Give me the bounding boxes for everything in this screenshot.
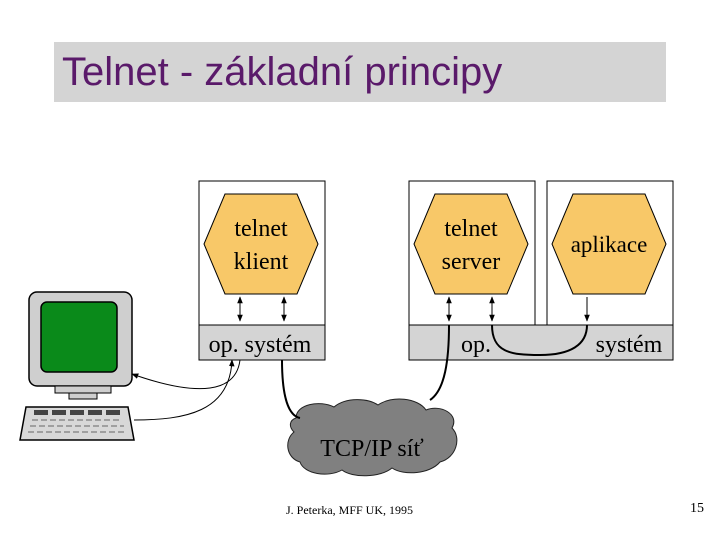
server-label-line1: telnet	[444, 216, 498, 242]
application-label: aplikace	[571, 232, 648, 257]
output-to-screen-arrow	[131, 359, 241, 390]
server-os-label-right: systém	[596, 332, 663, 358]
computer-icon	[19, 291, 135, 441]
footer-credit: J. Peterka, MFF UK, 1995	[286, 503, 414, 517]
network-label: TCP/IP síť	[320, 436, 423, 462]
server-label-line2: server	[442, 249, 501, 275]
keyboard-input-arrow	[133, 359, 235, 421]
client-hexagon	[203, 193, 319, 295]
client-label-line2: klient	[234, 249, 289, 275]
application-hexagon	[551, 193, 667, 295]
title-band	[54, 42, 666, 102]
server-hexagon	[413, 193, 529, 295]
pseudo-terminal-link	[491, 324, 588, 357]
server-network-link	[429, 324, 450, 401]
slide-title: Telnet - základní principy	[62, 50, 503, 94]
client-label-line1: telnet	[234, 216, 288, 242]
client-os-label: op. systém	[209, 332, 312, 358]
client-network-link	[281, 359, 301, 419]
client-os-band	[198, 324, 326, 361]
network-cloud	[287, 398, 458, 477]
page-number: 15	[690, 501, 704, 516]
server-os-label-left: op.	[461, 332, 491, 358]
